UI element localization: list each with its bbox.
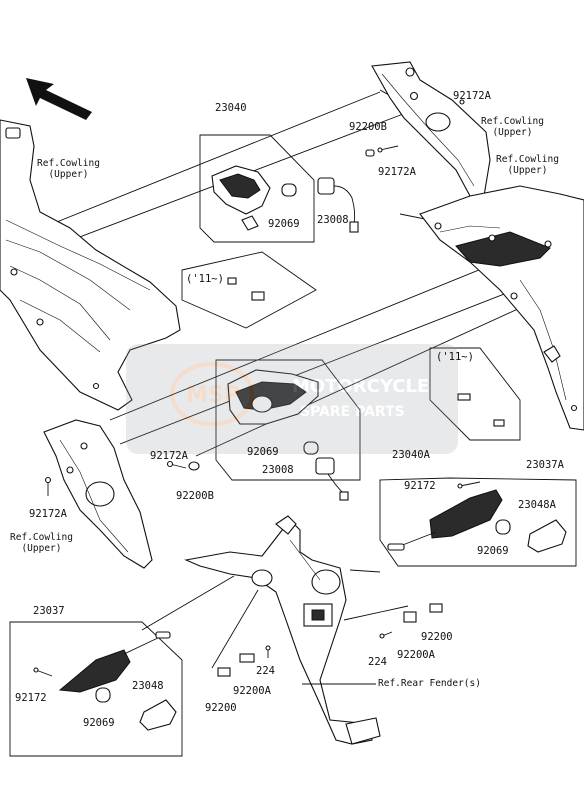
part-label-92200a-b[interactable]: 92200A xyxy=(397,649,435,661)
part-label-92172a-top2[interactable]: 92172A xyxy=(378,166,416,178)
cowling-upper-right-side xyxy=(419,185,584,431)
part-label-23008-mid[interactable]: 23008 xyxy=(262,464,294,476)
watermark: MSP MOTORCYCLE SPARE PARTS xyxy=(126,344,458,454)
ref-cowling-upper-1: Ref.Cowling (Upper) xyxy=(37,158,100,181)
cowling-upper-right-top xyxy=(371,61,491,197)
part-label-23037a[interactable]: 23037A xyxy=(526,459,564,471)
ref-cowling-upper-3: Ref.Cowling (Upper) xyxy=(496,154,559,177)
ref-cowling-upper-2: Ref.Cowling (Upper) xyxy=(481,116,544,139)
part-label-92069-left[interactable]: 92069 xyxy=(83,717,115,729)
fender-brackets xyxy=(217,603,443,677)
part-label-92200a-a[interactable]: 92200A xyxy=(233,685,271,697)
turn-signal-left-23037 xyxy=(9,621,183,757)
variant-label-right: ('11~) xyxy=(436,351,474,363)
part-label-92069-right[interactable]: 92069 xyxy=(477,545,509,557)
cowling-upper-left xyxy=(0,119,181,411)
part-label-92172a-left[interactable]: 92172A xyxy=(150,450,188,462)
ref-rear-fender: Ref.Rear Fender(s) xyxy=(378,678,481,689)
watermark-sub: SPARE PARTS xyxy=(300,404,405,420)
part-label-23048[interactable]: 23048 xyxy=(132,680,164,692)
watermark-brand: MOTORCYCLE xyxy=(292,376,429,397)
watermark-logo: MSP xyxy=(186,383,240,408)
variant-box-top xyxy=(181,251,317,329)
part-label-92172a-top[interactable]: 92172A xyxy=(453,90,491,102)
part-label-23040a[interactable]: 23040A xyxy=(392,449,430,461)
cowling-upper-lower-left xyxy=(43,419,153,569)
part-label-92200b-left[interactable]: 92200B xyxy=(176,490,214,502)
part-label-92172-right[interactable]: 92172 xyxy=(404,480,436,492)
turn-signal-right-23037A xyxy=(379,477,577,567)
left-bolts xyxy=(44,460,200,496)
part-label-92200b-top[interactable]: 92200B xyxy=(349,121,387,133)
ref-cowling-upper-4: Ref.Cowling (Upper) xyxy=(10,532,73,555)
part-label-224-b[interactable]: 224 xyxy=(368,656,387,668)
part-label-92069-mid[interactable]: 92069 xyxy=(247,446,279,458)
part-label-92200-b[interactable]: 92200 xyxy=(421,631,453,643)
part-label-92200-a[interactable]: 92200 xyxy=(205,702,237,714)
variant-box-right xyxy=(429,347,521,441)
part-label-23048a[interactable]: 23048A xyxy=(518,499,556,511)
part-label-92172a-left2[interactable]: 92172A xyxy=(29,508,67,520)
part-label-23008-top[interactable]: 23008 xyxy=(317,214,349,226)
part-label-92172-left[interactable]: 92172 xyxy=(15,692,47,704)
part-label-23040[interactable]: 23040 xyxy=(215,102,247,114)
variant-label-top: ('11~) xyxy=(186,273,224,285)
tail-light-23040A xyxy=(215,359,361,501)
tail-light-23040 xyxy=(199,134,399,243)
part-label-224-a[interactable]: 224 xyxy=(256,665,275,677)
fender-guide-lines xyxy=(141,569,409,685)
front-direction-arrow-icon xyxy=(26,78,92,120)
rear-fender-bracket xyxy=(184,515,381,745)
part-label-23037[interactable]: 23037 xyxy=(33,605,65,617)
part-label-92069-top[interactable]: 92069 xyxy=(268,218,300,230)
